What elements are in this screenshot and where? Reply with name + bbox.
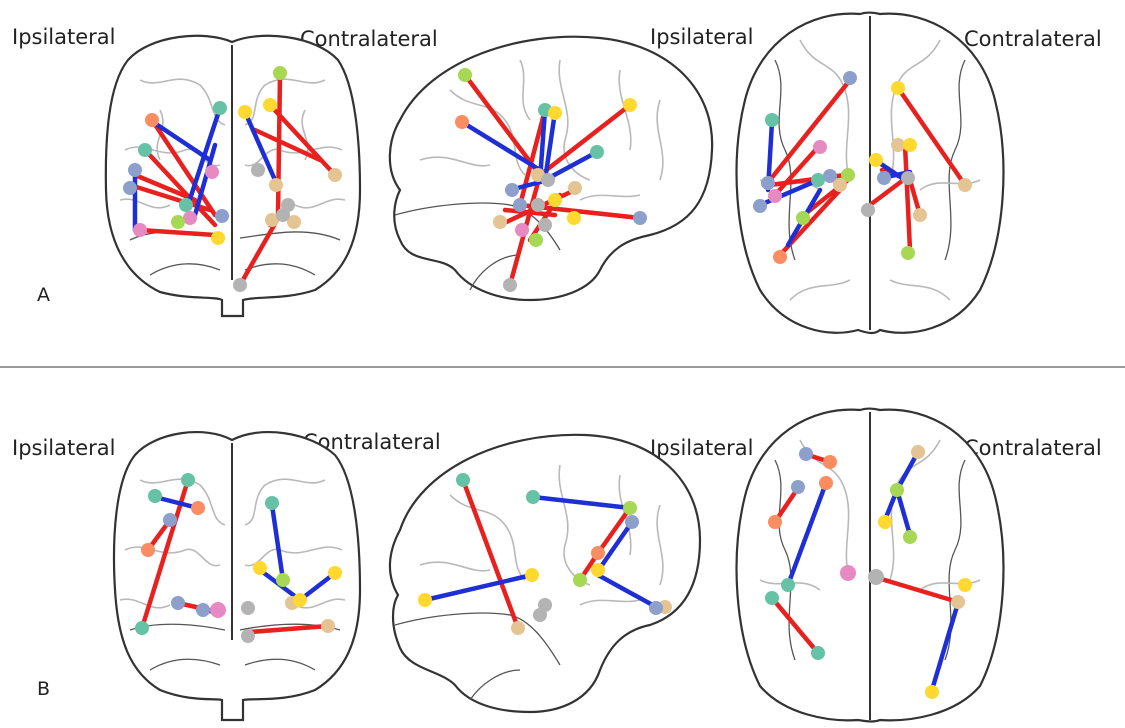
- panel-b-sagittal-brain: [390, 435, 700, 712]
- panel-a-coronal-brain: [106, 36, 360, 316]
- panel-b-coronal-brain: [114, 432, 360, 720]
- panel-b-axial-brain: [737, 409, 1004, 722]
